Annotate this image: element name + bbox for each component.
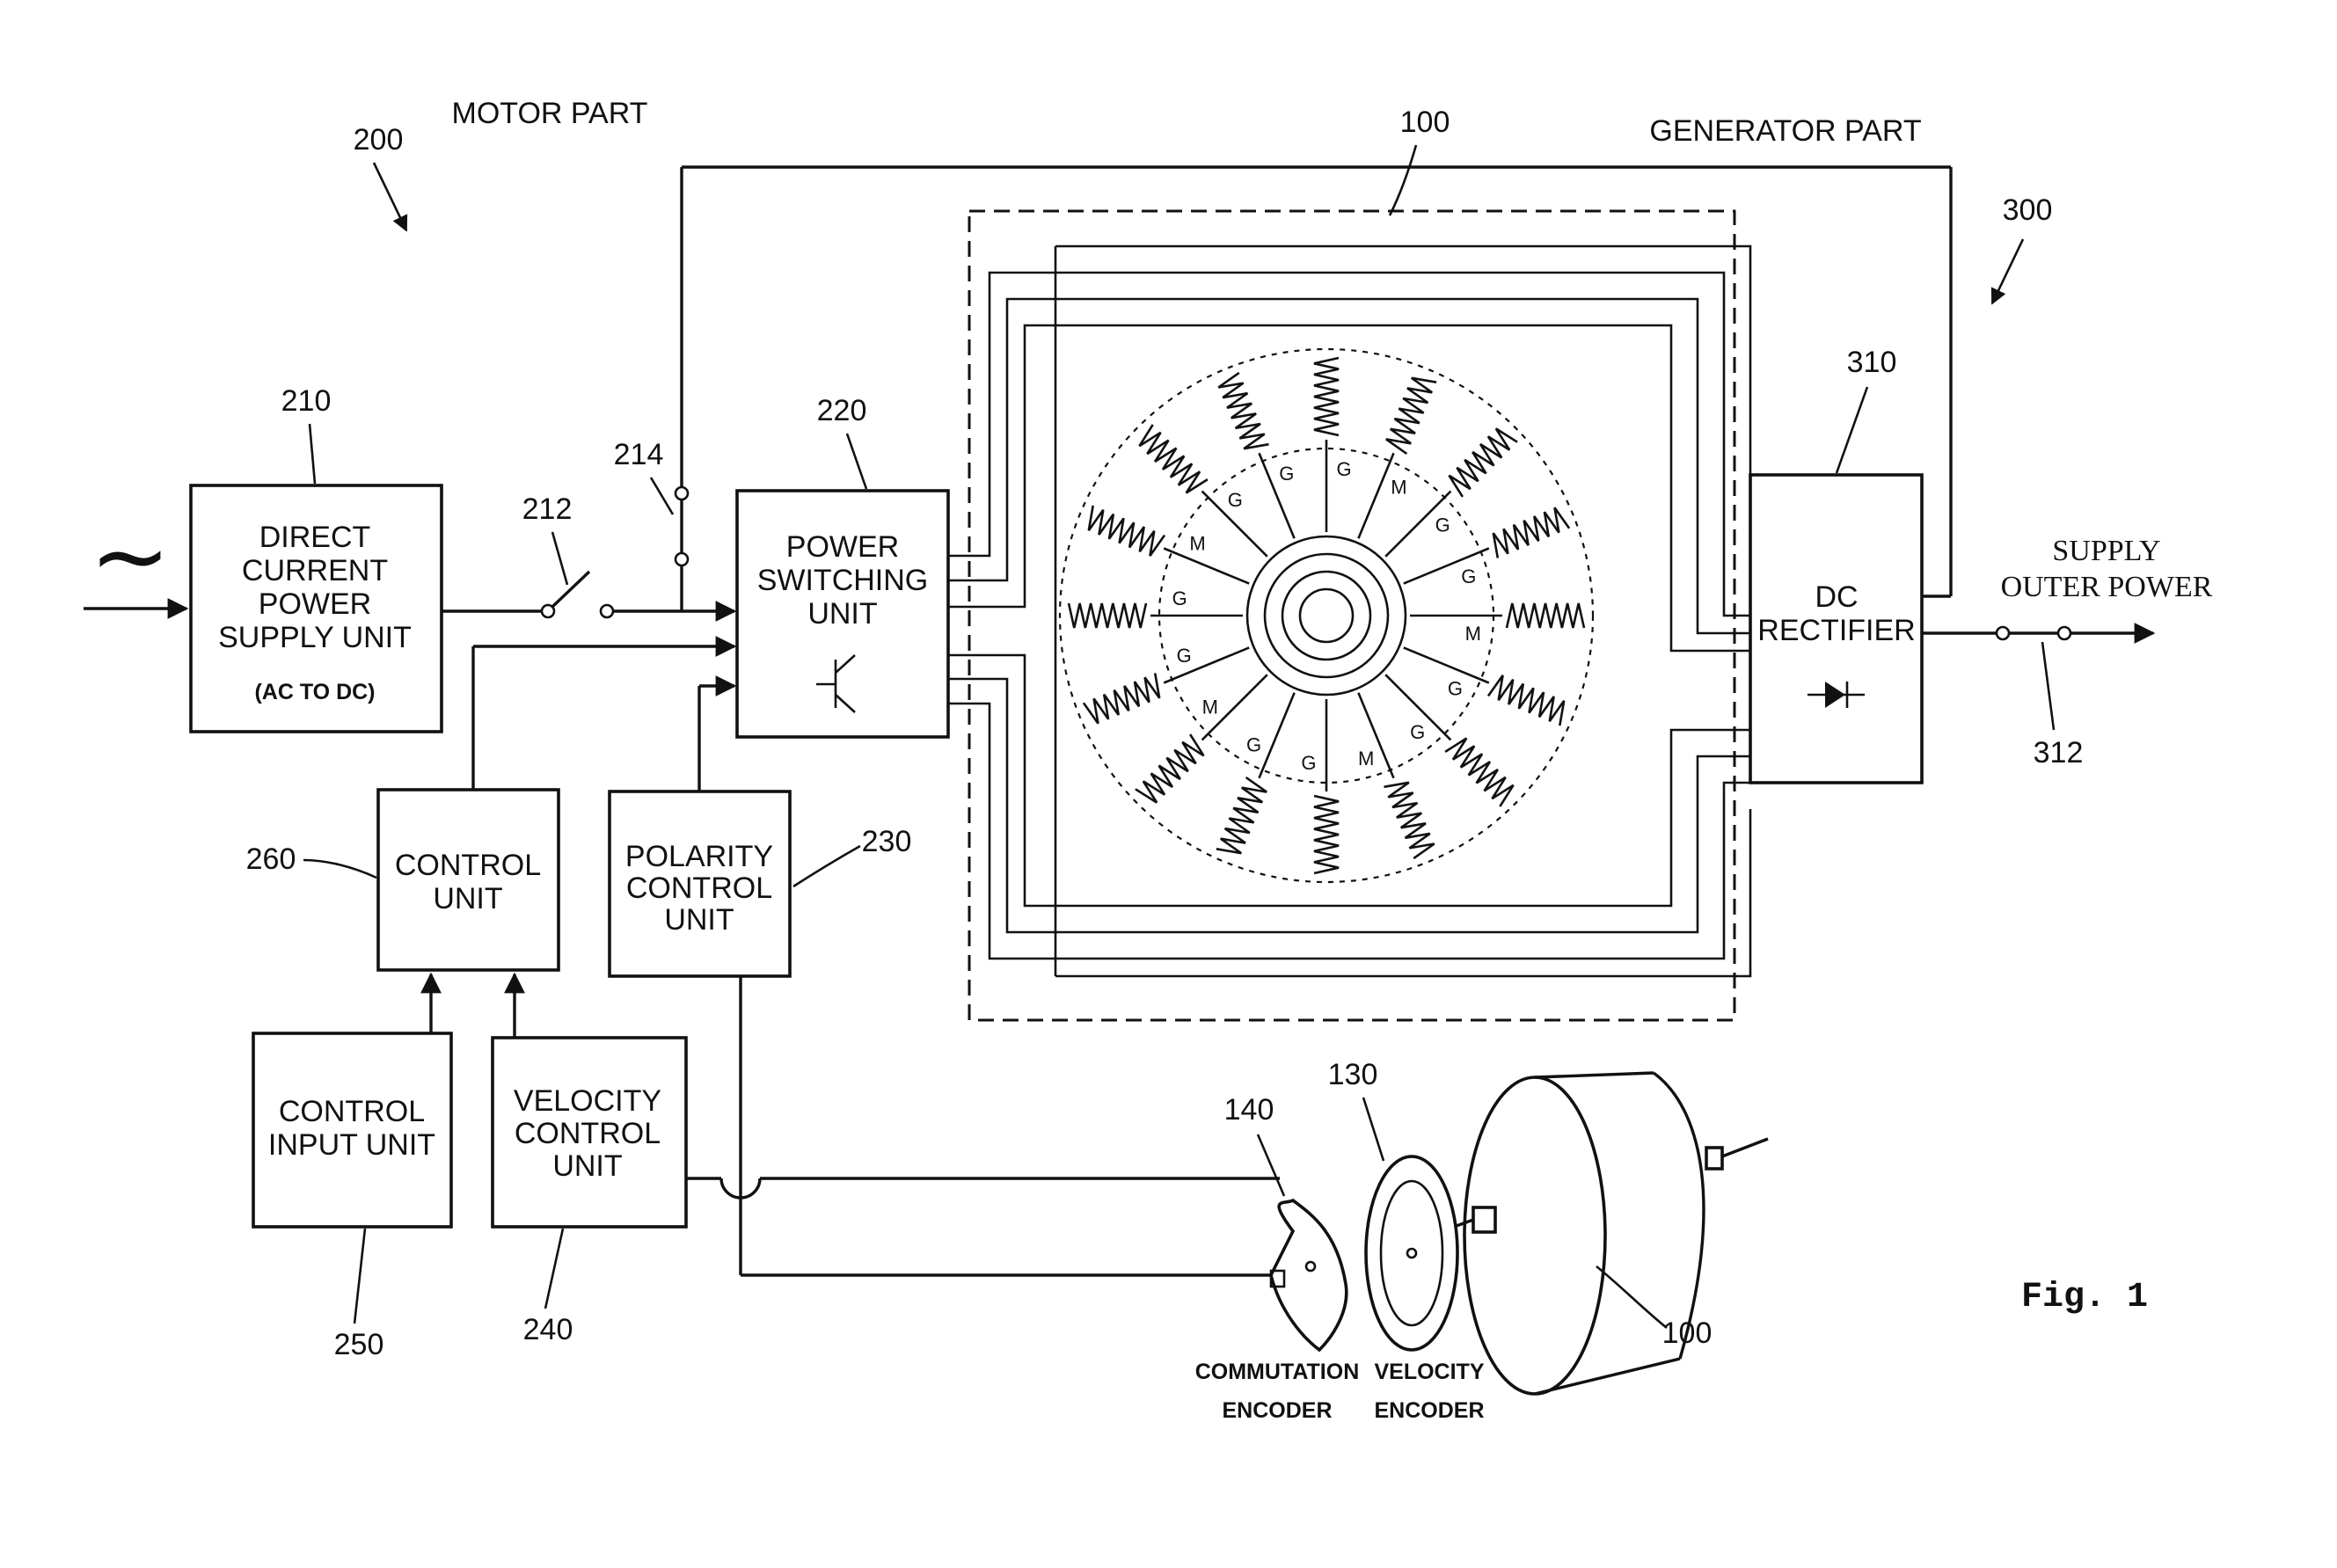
stator-coil [1357,692,1435,860]
supply-label-1: SUPPLY [2052,535,2160,567]
ref-100-bottom: 100 [1662,1316,1713,1350]
stator-coil [1357,376,1437,539]
psu-line3: UNIT [807,597,877,631]
stator-coil [1410,602,1586,629]
coil-label: G [1228,489,1243,511]
ref-240: 240 [523,1313,573,1346]
ref-130: 130 [1328,1058,1378,1091]
velocity-encoder-label-1: VELOCITY [1374,1360,1484,1384]
ref-100-top: 100 [1400,106,1450,139]
coil-label: G [1246,733,1261,755]
coil-label: G [1435,514,1450,536]
dc-supply-line5: (AC TO DC) [254,680,375,704]
coil-label: G [1410,721,1425,743]
dc-rectifier: DC RECTIFIER [1749,473,1924,784]
polarity-line3: UNIT [664,903,734,937]
velocity-control-unit: VELOCITY CONTROL UNIT [491,1036,688,1229]
stator-coil [1313,356,1340,532]
ref-300: 300 [2003,193,2053,227]
stator-coil [1403,507,1571,585]
stator-coil [1403,646,1566,726]
power-switching-unit: POWER SWITCHING UNIT [735,489,950,739]
dc-power-supply-unit: DIRECT CURRENT POWER SUPPLY UNIT (AC TO … [189,484,443,733]
rotor-hub [1245,535,1407,696]
ref-230: 230 [862,825,912,858]
control-unit-line2: UNIT [433,882,502,915]
dc-supply-line2: CURRENT [242,554,388,587]
polarity-control-unit: POLARITY CONTROL UNIT [608,790,792,978]
ac-symbol: ~ [90,500,171,612]
coil-label: M [1465,623,1481,645]
coil-label: M [1358,748,1374,769]
psu-line2: SWITCHING [757,564,929,597]
coil-label: M [1202,696,1218,718]
dc-supply-line3: POWER [259,587,371,621]
stator-coils: G M G G M G G M G G M G G M G G [1067,356,1586,875]
transistor-icon [816,654,856,713]
ref-312: 312 [2034,736,2084,769]
control-input-line1: CONTROL [279,1095,425,1128]
ref-220: 220 [817,394,867,427]
rectifier-line1: DC [1815,580,1858,614]
velocity-line1: VELOCITY [514,1084,661,1118]
ref-260: 260 [246,842,296,876]
velocity-encoder-label-2: ENCODER [1374,1398,1484,1423]
dc-supply-line1: DIRECT [259,521,371,554]
coil-label: G [1301,752,1316,774]
coil-label: G [1279,463,1294,485]
stator-coil [1313,699,1340,875]
stator-coil [1135,674,1268,804]
velocity-line3: UNIT [552,1149,622,1183]
coil-label: G [1177,645,1192,667]
dc-supply-line4: SUPPLY UNIT [218,621,412,654]
polarity-line1: POLARITY [625,840,773,873]
coil-label: M [1189,533,1205,555]
polarity-line2: CONTROL [626,872,772,905]
psu-line1: POWER [786,530,899,564]
commutation-encoder-icon [1269,1198,1348,1353]
figure-label: Fig. 1 [2021,1278,2148,1317]
stator-outer [1058,347,1595,884]
control-input-unit: CONTROL INPUT UNIT [252,1032,453,1229]
ref-214: 214 [614,438,664,471]
velocity-line2: CONTROL [515,1117,661,1150]
stator-coil [1384,674,1515,807]
stator-coil [1217,371,1296,539]
stator-coil [1087,505,1250,585]
rectifier-line2: RECTIFIER [1757,614,1915,647]
stator-coil [1384,427,1518,558]
stator-coil [1216,692,1296,855]
ref-310: 310 [1847,346,1897,379]
motor-icon [1398,1071,1769,1396]
velocity-encoder-icon [1364,1155,1459,1352]
supply-label-2: OUTER POWER [2001,571,2213,603]
coil-label: G [1172,587,1187,609]
diode-icon [1808,682,1865,708]
coil-label: G [1337,458,1352,480]
control-input-line2: INPUT UNIT [268,1128,435,1162]
ref-212: 212 [522,492,573,526]
ref-140: 140 [1224,1093,1274,1127]
control-unit: CONTROL UNIT [376,788,560,972]
coil-label: M [1391,477,1406,499]
commutation-encoder-label-2: ENCODER [1222,1398,1332,1423]
stator-coil [1138,424,1268,558]
stator-coil [1082,646,1250,725]
stator-coil [1067,602,1243,629]
ref-250: 250 [334,1328,384,1361]
psu-wires [948,244,1752,978]
generator-part-label: GENERATOR PART [1649,114,1921,148]
commutation-encoder-label-1: COMMUTATION [1195,1360,1360,1384]
motor-part-label: MOTOR PART [452,97,648,130]
ref-200: 200 [354,123,404,157]
coil-label: G [1461,565,1476,587]
coil-label: G [1448,677,1463,699]
control-unit-line1: CONTROL [395,849,541,882]
ref-210: 210 [281,384,332,418]
